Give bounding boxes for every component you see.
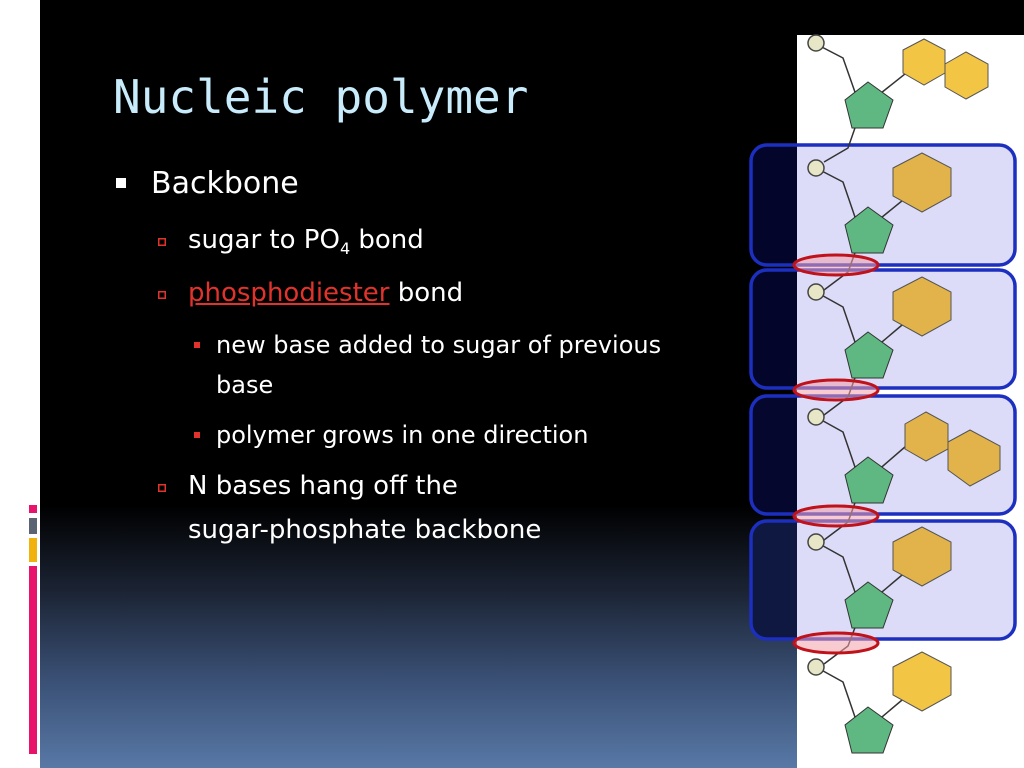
phosphodiester-link[interactable]: phosphodiester <box>188 278 390 308</box>
bond-ring-icon <box>792 631 880 655</box>
phosphate-icon <box>807 159 825 177</box>
bullet-n-bases-line2: sugar-phosphate backbone <box>188 515 542 545</box>
hollow-square-bullet-icon <box>158 484 166 492</box>
deco-bar-top <box>29 505 37 513</box>
subscript-four: 4 <box>339 239 351 258</box>
phosphate-icon <box>807 658 825 676</box>
sugar-pentagon-icon <box>844 706 894 754</box>
phosphate-icon <box>807 34 825 52</box>
square-bullet-icon <box>116 178 126 188</box>
base-hexagon-icon <box>892 526 952 587</box>
nucleotide-3 <box>807 276 952 416</box>
hollow-square-bullet-icon <box>158 238 166 246</box>
nucleotide-4 <box>807 408 1001 541</box>
nucleotide-chain-diagram <box>749 34 1024 768</box>
nucleotide-1 <box>807 34 989 163</box>
bullet-phosphodiester: phosphodiester bond <box>188 278 463 308</box>
deco-bar-magenta <box>29 566 37 754</box>
base-hexagon-icon <box>944 51 989 100</box>
sugar-pentagon-icon <box>844 331 894 379</box>
bullet-grows: polymer grows in one direction <box>216 421 589 449</box>
bullet-new-base-line2: base <box>216 371 274 399</box>
phosphate-icon <box>807 283 825 301</box>
bond-ring-icon <box>792 253 880 277</box>
sugar-bond-suffix: bond <box>350 225 424 255</box>
deco-bar-gray <box>29 518 37 534</box>
phosphate-icon <box>807 408 825 426</box>
hollow-square-bullet-icon <box>158 291 166 299</box>
sugar-pentagon-icon <box>844 456 894 504</box>
nucleotide-highlight-3 <box>749 394 1017 516</box>
bullet-backbone: Backbone <box>151 166 299 201</box>
deco-bar-yellow <box>29 538 37 562</box>
base-hexagon-icon <box>892 276 952 337</box>
bond-ring-icon <box>792 504 880 528</box>
bullet-n-bases-line1: N bases hang off the <box>188 471 458 501</box>
sugar-pentagon-icon <box>844 206 894 254</box>
nucleotide-6 <box>807 651 952 754</box>
slide-title: Nucleic polymer <box>113 70 529 124</box>
bullet-new-base-line1: new base added to sugar of previous <box>216 331 662 359</box>
base-hexagon-icon <box>892 152 952 213</box>
bond-ring-icon <box>792 378 880 402</box>
small-square-bullet-icon <box>194 342 200 348</box>
sugar-pentagon-icon <box>844 81 894 129</box>
phosphodiester-suffix: bond <box>389 278 464 308</box>
base-hexagon-icon <box>947 429 1001 487</box>
sugar-bond-text: sugar to PO <box>188 225 340 255</box>
sugar-pentagon-icon <box>844 581 894 629</box>
bullet-sugar-bond: sugar to PO4 bond <box>188 225 424 258</box>
small-square-bullet-icon <box>194 432 200 438</box>
left-decor-strip <box>0 0 40 768</box>
base-hexagon-icon <box>892 651 952 712</box>
phosphate-icon <box>807 533 825 551</box>
